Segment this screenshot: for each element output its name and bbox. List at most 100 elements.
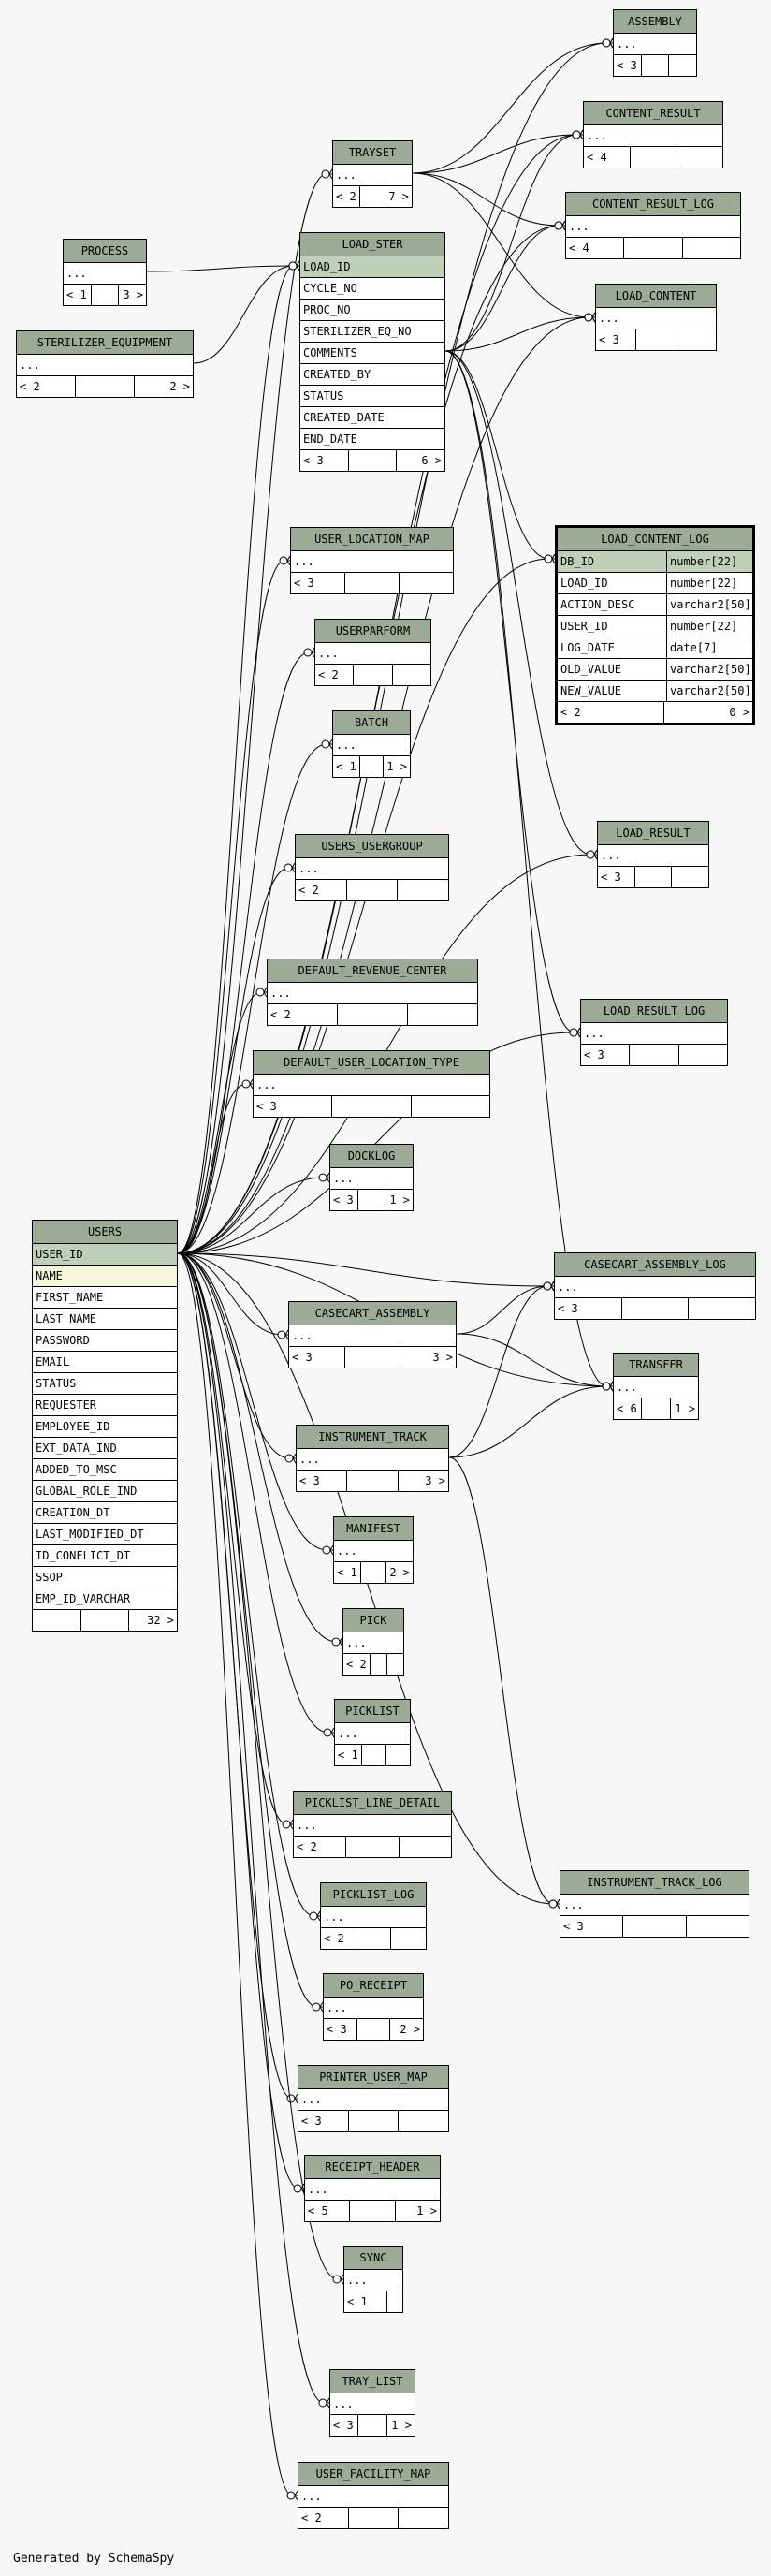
table-header[interactable]: PICK	[343, 1609, 403, 1632]
column-row[interactable]: ...	[321, 1907, 426, 1928]
column-row[interactable]: ...	[598, 845, 708, 867]
column-row[interactable]: CREATION_DT	[33, 1502, 177, 1524]
column-row[interactable]: LAST_NAME	[33, 1309, 177, 1330]
column-row[interactable]: REQUESTER	[33, 1395, 177, 1416]
table-sync[interactable]: SYNC...< 1	[343, 2246, 403, 2313]
column-row[interactable]: ...	[614, 1377, 698, 1398]
table-header[interactable]: TRAYSET	[333, 141, 412, 165]
table-casecart-assembly-log[interactable]: CASECART_ASSEMBLY_LOG...< 3	[554, 1252, 756, 1320]
table-user-facility-map[interactable]: USER_FACILITY_MAP...< 2	[298, 2462, 449, 2529]
table-header[interactable]: INSTRUMENT_TRACK_LOG	[560, 1871, 749, 1895]
column-row[interactable]: ...	[17, 355, 193, 376]
column-row[interactable]: CREATED_DATE	[300, 407, 444, 429]
column-row[interactable]: EMAIL	[33, 1352, 177, 1373]
table-header[interactable]: USER_LOCATION_MAP	[291, 528, 453, 551]
table-header[interactable]: LOAD_RESULT	[598, 822, 708, 845]
column-row[interactable]: ...	[584, 125, 722, 147]
column-row[interactable]: STERILIZER_EQ_NO	[300, 321, 444, 343]
table-header[interactable]: SYNC	[344, 2247, 402, 2270]
table-header[interactable]: CONTENT_RESULT	[584, 102, 722, 125]
column-row[interactable]: STATUS	[300, 386, 444, 407]
column-row[interactable]: ...	[296, 858, 448, 880]
table-header[interactable]: PROCESS	[64, 240, 146, 263]
table-header[interactable]: USERPARFORM	[315, 620, 430, 643]
table-header[interactable]: USER_FACILITY_MAP	[298, 2463, 448, 2486]
column-row[interactable]: ...	[298, 2089, 448, 2111]
column-row[interactable]: EMP_ID_VARCHAR	[33, 1588, 177, 1610]
table-header[interactable]: DOCKLOG	[330, 1145, 413, 1168]
table-user-location-map[interactable]: USER_LOCATION_MAP...< 3	[290, 527, 454, 594]
table-header[interactable]: PRINTER_USER_MAP	[298, 2066, 448, 2089]
table-picklist-line-detail[interactable]: PICKLIST_LINE_DETAIL...< 2	[293, 1791, 452, 1858]
table-load-result-log[interactable]: LOAD_RESULT_LOG...< 3	[580, 999, 728, 1066]
column-row[interactable]: STATUS	[33, 1373, 177, 1395]
table-header[interactable]: LOAD_STER	[300, 233, 444, 256]
column-row[interactable]: PASSWORD	[33, 1330, 177, 1352]
table-users-usergroup[interactable]: USERS_USERGROUP...< 2	[295, 834, 449, 901]
column-row[interactable]: ...	[581, 1023, 727, 1045]
table-userparform[interactable]: USERPARFORM...< 2	[314, 619, 431, 686]
column-row[interactable]: CREATED_BY	[300, 364, 444, 386]
column-row[interactable]: ...	[344, 2270, 402, 2291]
table-header[interactable]: LOAD_RESULT_LOG	[581, 1000, 727, 1023]
table-header[interactable]: STERILIZER_EQUIPMENT	[17, 331, 193, 355]
column-row[interactable]: ...	[330, 1168, 413, 1190]
column-row[interactable]: ADDED_TO_MSC	[33, 1459, 177, 1481]
table-default-revenue-center[interactable]: DEFAULT_REVENUE_CENTER...< 2	[267, 959, 478, 1026]
column-row[interactable]: ...	[268, 983, 477, 1004]
table-load-result[interactable]: LOAD_RESULT...< 3	[597, 821, 709, 888]
table-instrument-track-log[interactable]: INSTRUMENT_TRACK_LOG...< 3	[560, 1870, 749, 1938]
table-pick[interactable]: PICK...< 2	[342, 1608, 404, 1676]
table-header[interactable]: BATCH	[333, 711, 410, 735]
column-row[interactable]: NAME	[33, 1266, 177, 1287]
table-header[interactable]: CONTENT_RESULT_LOG	[566, 193, 740, 216]
table-header[interactable]: LOAD_CONTENT_LOG	[558, 528, 752, 551]
column-row[interactable]: ...	[560, 1895, 749, 1916]
column-row[interactable]: ...	[335, 1723, 410, 1745]
column-row[interactable]: CYCLE_NO	[300, 278, 444, 300]
column-row[interactable]: ...	[315, 643, 430, 665]
column-row[interactable]: GLOBAL_ROLE_IND	[33, 1481, 177, 1502]
table-header[interactable]: DEFAULT_REVENUE_CENTER	[268, 959, 477, 983]
column-row[interactable]: PROC_NO	[300, 300, 444, 321]
table-header[interactable]: RECEIPT_HEADER	[305, 2156, 440, 2179]
column-row[interactable]: ...	[64, 263, 146, 285]
table-header[interactable]: TRANSFER	[614, 1354, 698, 1377]
column-row[interactable]: EMPLOYEE_ID	[33, 1416, 177, 1438]
column-row[interactable]: ...	[297, 1449, 448, 1471]
column-row[interactable]: ID_CONFLICT_DT	[33, 1545, 177, 1567]
column-row[interactable]: ...	[614, 34, 696, 55]
column-row[interactable]: ...	[333, 735, 410, 756]
column-row[interactable]: SSOP	[33, 1567, 177, 1588]
table-header[interactable]: LOAD_CONTENT	[596, 285, 716, 308]
column-row[interactable]: ...	[289, 1325, 456, 1347]
column-row[interactable]: COMMENTS	[300, 343, 444, 364]
table-header[interactable]: CASECART_ASSEMBLY	[289, 1302, 456, 1325]
table-content-result[interactable]: CONTENT_RESULT...< 4	[583, 101, 723, 168]
column-row[interactable]: END_DATE	[300, 429, 444, 450]
column-row[interactable]: ...	[305, 2179, 440, 2201]
table-header[interactable]: PICKLIST	[335, 1700, 410, 1723]
column-row[interactable]: ...	[294, 1815, 451, 1837]
table-header[interactable]: PICKLIST_LINE_DETAIL	[294, 1792, 451, 1815]
table-header[interactable]: ASSEMBLY	[614, 10, 696, 34]
table-header[interactable]: PO_RECEIPT	[324, 1974, 423, 1998]
column-row[interactable]: ...	[555, 1277, 755, 1298]
table-header[interactable]: USERS_USERGROUP	[296, 835, 448, 858]
column-row[interactable]: ...	[291, 551, 453, 573]
